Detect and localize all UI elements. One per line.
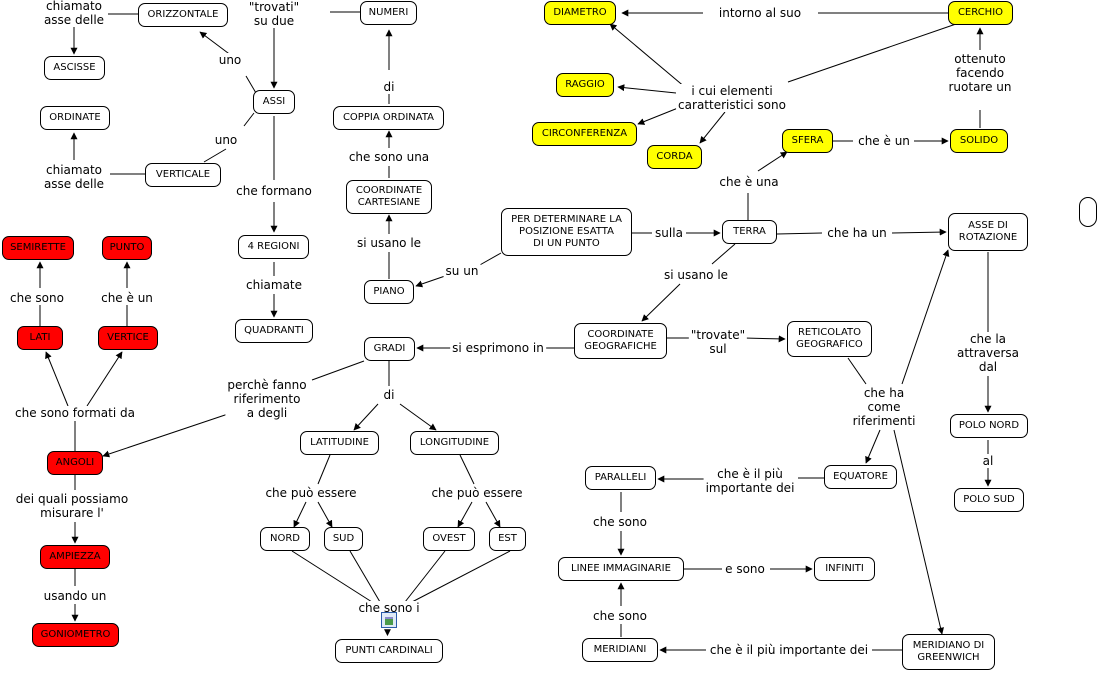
label-usando-un: usando un bbox=[41, 589, 109, 603]
node-sfera[interactable]: SFERA bbox=[782, 129, 833, 153]
node-orizzontale[interactable]: ORIZZONTALE bbox=[138, 3, 228, 27]
label-che-e-un-solido: che è un bbox=[856, 134, 912, 148]
label-uno-top: uno bbox=[216, 53, 244, 67]
label-si-esprimono-in: si esprimono in bbox=[450, 341, 546, 355]
label-i-cui-elementi: i cui elementi caratteristici sono bbox=[676, 84, 788, 112]
node-lati[interactable]: LATI bbox=[17, 326, 63, 350]
node-coordinate-geografiche[interactable]: COORDINATE GEOGRAFICHE bbox=[574, 323, 667, 359]
label-che-e-il-piu-importante-paralleli: che è il più importante dei bbox=[703, 467, 797, 495]
node-meridiani[interactable]: MERIDIANI bbox=[582, 638, 658, 662]
label-su-un: su un bbox=[443, 264, 481, 278]
attachment-dropdown-icon[interactable]: ▼ bbox=[384, 628, 391, 638]
label-di-numeri: di bbox=[381, 80, 397, 94]
label-che-sono-i: che sono i bbox=[356, 601, 422, 615]
node-paralleli[interactable]: PARALLELI bbox=[585, 466, 656, 490]
label-intorno-al-suo: intorno al suo bbox=[716, 6, 804, 20]
label-che-ha-come-riferimenti: che ha come riferimenti bbox=[850, 386, 918, 428]
node-circonferenza[interactable]: CIRCONFERENZA bbox=[532, 122, 637, 146]
node-coordinate-cartesiane[interactable]: COORDINATE CARTESIANE bbox=[346, 180, 432, 214]
node-est[interactable]: EST bbox=[489, 527, 526, 551]
node-equatore[interactable]: EQUATORE bbox=[824, 465, 897, 489]
label-che-la-attraversa: che la attraversa dal bbox=[954, 332, 1022, 374]
node-polo-nord[interactable]: POLO NORD bbox=[950, 414, 1028, 438]
label-chiamato-asse-x: chiamato asse delle bbox=[41, 0, 107, 27]
label-che-e-il-piu-importante-meridiani: che è il più importante dei bbox=[707, 643, 871, 657]
node-ovest[interactable]: OVEST bbox=[423, 527, 475, 551]
node-sud[interactable]: SUD bbox=[324, 527, 363, 551]
node-diametro[interactable]: DIAMETRO bbox=[544, 1, 616, 25]
node-ordinate[interactable]: ORDINATE bbox=[40, 106, 110, 130]
node-punti-cardinali[interactable]: PUNTI CARDINALI bbox=[335, 639, 443, 663]
node-solido[interactable]: SOLIDO bbox=[950, 129, 1008, 153]
scroll-handle[interactable] bbox=[1079, 197, 1097, 227]
label-sulla: sulla bbox=[653, 226, 685, 240]
label-ottenuto-facendo: ottenuto facendo ruotare un bbox=[946, 52, 1014, 94]
label-che-e-un-punto: che è un bbox=[99, 291, 155, 305]
node-vertice[interactable]: VERTICE bbox=[98, 326, 158, 350]
node-gradi[interactable]: GRADI bbox=[364, 337, 415, 361]
node-ampiezza[interactable]: AMPIEZZA bbox=[40, 545, 110, 569]
label-che-sono-una: che sono una bbox=[346, 150, 432, 164]
node-corda[interactable]: CORDA bbox=[647, 145, 702, 169]
label-si-usano-le-geografiche: si usano le bbox=[661, 268, 731, 282]
node-semirette[interactable]: SEMIRETTE bbox=[2, 236, 74, 260]
node-raggio[interactable]: RAGGIO bbox=[556, 73, 614, 97]
label-trovate-sul: "trovate" sul bbox=[688, 328, 748, 356]
label-trovati-su-due: "trovati" su due bbox=[246, 0, 302, 28]
label-al: al bbox=[980, 454, 996, 468]
label-che-puo-essere-longitudine: che può essere bbox=[429, 486, 525, 500]
node-nord[interactable]: NORD bbox=[260, 527, 310, 551]
label-perche-fanno: perchè fanno riferimento a degli bbox=[225, 378, 309, 420]
node-reticolato-geografico[interactable]: RETICOLATO GEOGRAFICO bbox=[787, 321, 872, 357]
label-uno-bottom: uno bbox=[212, 133, 240, 147]
label-che-sono-meridiani: che sono bbox=[591, 609, 649, 623]
node-polo-sud[interactable]: POLO SUD bbox=[954, 488, 1024, 512]
label-di-gradi: di bbox=[381, 388, 397, 402]
node-coppia-ordinata[interactable]: COPPIA ORDINATA bbox=[333, 106, 444, 130]
label-che-formano: che formano bbox=[234, 184, 314, 198]
label-che-e-una: che è una bbox=[717, 175, 781, 189]
node-angoli[interactable]: ANGOLI bbox=[47, 451, 103, 475]
image-icon[interactable] bbox=[381, 612, 397, 628]
node-linee-immaginarie[interactable]: LINEE IMMAGINARIE bbox=[558, 557, 684, 581]
label-chiamate: chiamate bbox=[243, 278, 305, 292]
label-che-puo-essere-latitudine: che può essere bbox=[263, 486, 359, 500]
node-assi[interactable]: ASSI bbox=[253, 90, 295, 114]
node-verticale[interactable]: VERTICALE bbox=[145, 163, 221, 187]
node-quadranti[interactable]: QUADRANTI bbox=[235, 319, 313, 343]
label-che-sono-paralleli: che sono bbox=[591, 515, 649, 529]
node-terra[interactable]: TERRA bbox=[722, 220, 777, 244]
label-che-ha-un: che ha un bbox=[825, 226, 889, 240]
node-latitudine[interactable]: LATITUDINE bbox=[300, 431, 379, 455]
label-chiamato-asse-y: chiamato asse delle bbox=[41, 163, 107, 191]
node-per-determinare[interactable]: PER DETERMINARE LA POSIZIONE ESATTA DI U… bbox=[501, 208, 632, 256]
label-dei-quali: dei quali possiamo misurare l' bbox=[13, 492, 131, 520]
node-numeri[interactable]: NUMERI bbox=[360, 1, 417, 25]
node-piano[interactable]: PIANO bbox=[364, 280, 414, 304]
node-ascisse[interactable]: ASCISSE bbox=[44, 56, 105, 80]
node-infiniti[interactable]: INFINITI bbox=[814, 557, 875, 581]
node-cerchio[interactable]: CERCHIO bbox=[948, 1, 1013, 25]
node-longitudine[interactable]: LONGITUDINE bbox=[410, 431, 499, 455]
label-si-usano-le-cartesiane: si usano le bbox=[354, 236, 424, 250]
label-che-sono-formati-da: che sono formati da bbox=[13, 406, 137, 420]
node-asse-di-rotazione[interactable]: ASSE DI ROTAZIONE bbox=[948, 213, 1028, 251]
node-4-regioni[interactable]: 4 REGIONI bbox=[238, 235, 309, 259]
node-punto[interactable]: PUNTO bbox=[102, 236, 152, 260]
label-e-sono: e sono bbox=[723, 562, 767, 576]
node-meridiano-di-greenwich[interactable]: MERIDIANO DI GREENWICH bbox=[902, 634, 995, 670]
label-che-sono-semirette: che sono bbox=[8, 291, 66, 305]
node-goniometro[interactable]: GONIOMETRO bbox=[32, 623, 119, 647]
